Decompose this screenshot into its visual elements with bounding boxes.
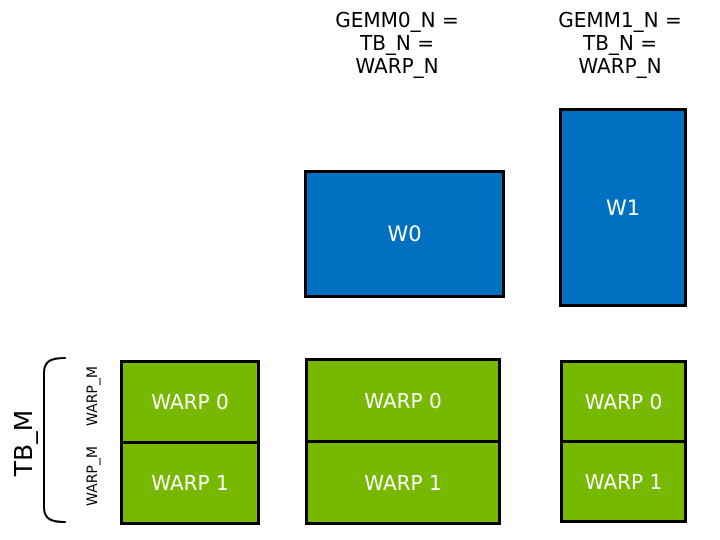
warp-m-label-top: WARP_M	[85, 366, 101, 426]
warp-cell-right-0: WARP 0	[563, 363, 684, 440]
warp-cell-middle-0: WARP 0	[308, 361, 498, 440]
warp-cell-middle-1: WARP 1	[308, 443, 498, 522]
column-header-gemm1: GEMM1_N = TB_N = WARP_N	[558, 8, 682, 78]
warp-group-middle: WARP 0 WARP 1	[305, 358, 501, 525]
tb-m-label: TB_M	[9, 409, 38, 477]
warp-group-left: WARP 0 WARP 1	[120, 360, 260, 525]
warp-cell-left-0: WARP 0	[123, 363, 257, 441]
tile-w1-label: W1	[605, 195, 641, 220]
column-header-gemm0: GEMM0_N = TB_N = WARP_N	[335, 8, 459, 78]
accumulator-tile-w1: W1	[559, 108, 687, 307]
tb-m-bracket	[43, 357, 66, 523]
accumulator-tile-w0: W0	[304, 170, 505, 298]
warp-group-right: WARP 0 WARP 1	[560, 360, 687, 523]
warp-cell-right-1: WARP 1	[563, 443, 684, 520]
warp-m-label-bottom: WARP_M	[85, 446, 101, 506]
tile-w0-label: W0	[387, 222, 422, 246]
warp-cell-left-1: WARP 1	[123, 444, 257, 522]
